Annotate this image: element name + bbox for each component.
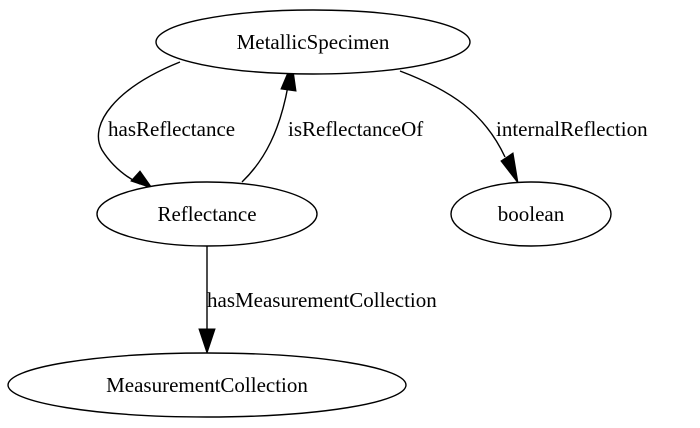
- node-label-reflectance: Reflectance: [157, 202, 256, 226]
- arrowhead-has-measurement-collection: [198, 328, 216, 355]
- edge-label-is-reflectance-of: isReflectanceOf: [288, 117, 423, 141]
- edge-has-reflectance: hasReflectance: [97, 61, 235, 189]
- edge-has-measurement-collection: hasMeasurementCollection: [198, 246, 437, 355]
- edge-label-has-reflectance: hasReflectance: [108, 117, 235, 141]
- node-boolean: boolean: [450, 181, 612, 247]
- edge-is-reflectance-of: isReflectanceOf: [241, 61, 423, 183]
- edge-label-has-measurement-collection: hasMeasurementCollection: [207, 288, 437, 312]
- node-label-measurement-collection: MeasurementCollection: [106, 373, 308, 397]
- edge-internal-reflection: internalReflection: [399, 70, 648, 184]
- node-reflectance: Reflectance: [96, 181, 318, 247]
- node-label-boolean: boolean: [498, 202, 565, 226]
- arrowhead-has-reflectance: [130, 170, 154, 189]
- node-metallic-specimen: MetallicSpecimen: [155, 9, 471, 75]
- arrowhead-internal-reflection: [500, 152, 519, 184]
- node-label-metallic-specimen: MetallicSpecimen: [237, 30, 390, 54]
- edge-label-internal-reflection: internalReflection: [496, 117, 648, 141]
- node-measurement-collection: MeasurementCollection: [7, 352, 407, 418]
